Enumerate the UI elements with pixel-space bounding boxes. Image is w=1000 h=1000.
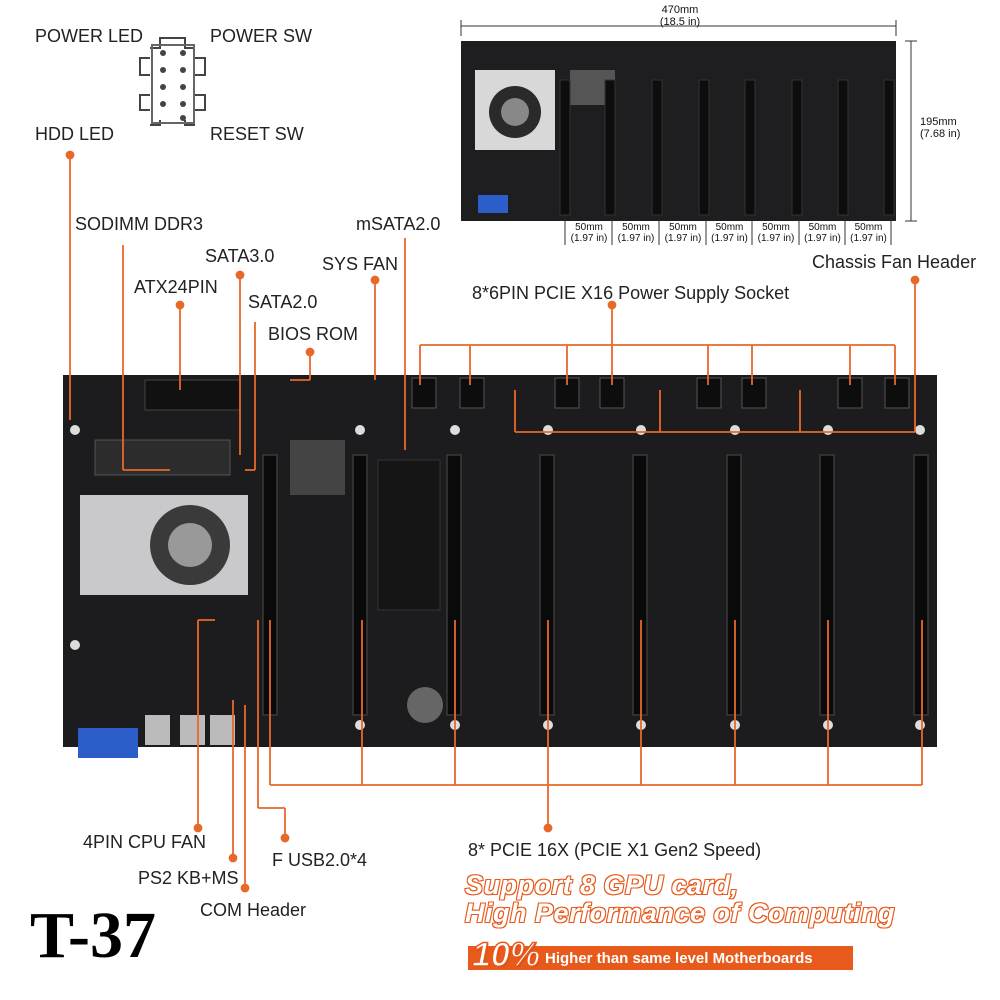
promo-line-2: High Performance of Computing — [464, 897, 896, 929]
slot-spacing: 50mm(1.97 in) — [664, 222, 702, 244]
label-sodimm: SODIMM DDR3 — [75, 214, 204, 234]
motherboard — [63, 375, 937, 758]
slot-spacing: 50mm(1.97 in) — [617, 222, 655, 244]
label-power-sw: POWER SW — [210, 26, 312, 46]
slot-spacing: 50mm(1.97 in) — [850, 222, 887, 244]
label-sys-fan: SYS FAN — [322, 254, 399, 274]
front-panel-header-icon — [139, 37, 206, 126]
label-cpu-fan: 4PIN CPU FAN — [83, 832, 207, 852]
callout-lines — [65, 150, 923, 893]
label-ps2: PS2 KB+MS — [138, 868, 239, 888]
promo-tagline: Higher than same level Motherboards — [545, 950, 813, 967]
slot-spacing: 50mm(1.97 in) — [804, 222, 841, 244]
label-power-led: POWER LED — [35, 26, 144, 46]
label-pcie-power: 8*6PIN PCIE X16 Power Supply Socket — [472, 283, 790, 303]
board-thumbnail — [461, 41, 896, 221]
label-hdd-led: HDD LED — [35, 124, 115, 144]
label-sata2: SATA2.0 — [248, 292, 318, 312]
slot-spacing: 50mm(1.97 in) — [757, 222, 795, 244]
label-atx24: ATX24PIN — [134, 277, 218, 297]
label-sata3: SATA3.0 — [205, 246, 275, 266]
label-msata: mSATA2.0 — [356, 214, 441, 234]
promo-bar — [468, 946, 853, 970]
label-reset-sw: RESET SW — [210, 124, 304, 144]
slot-spacing: 50mm(1.97 in) — [711, 222, 748, 244]
promo-percent: 10% — [471, 935, 541, 975]
label-pcie-slots: 8* PCIE 16X (PCIE X1 Gen2 Speed) — [468, 840, 762, 860]
dim-height: 195mm(7.68 in) — [920, 116, 961, 140]
label-com: COM Header — [200, 900, 307, 920]
slot-spacing: 50mm(1.97 in) — [570, 222, 608, 244]
label-chassis-fan: Chassis Fan Header — [812, 252, 977, 272]
promo-line-1: Support 8 GPU card, — [464, 869, 739, 901]
model-name: T-37 — [30, 899, 156, 972]
label-bios-rom: BIOS ROM — [268, 324, 359, 344]
dim-width: 470mm(18.5 in) — [659, 4, 701, 28]
label-fusb: F USB2.0*4 — [272, 850, 368, 870]
